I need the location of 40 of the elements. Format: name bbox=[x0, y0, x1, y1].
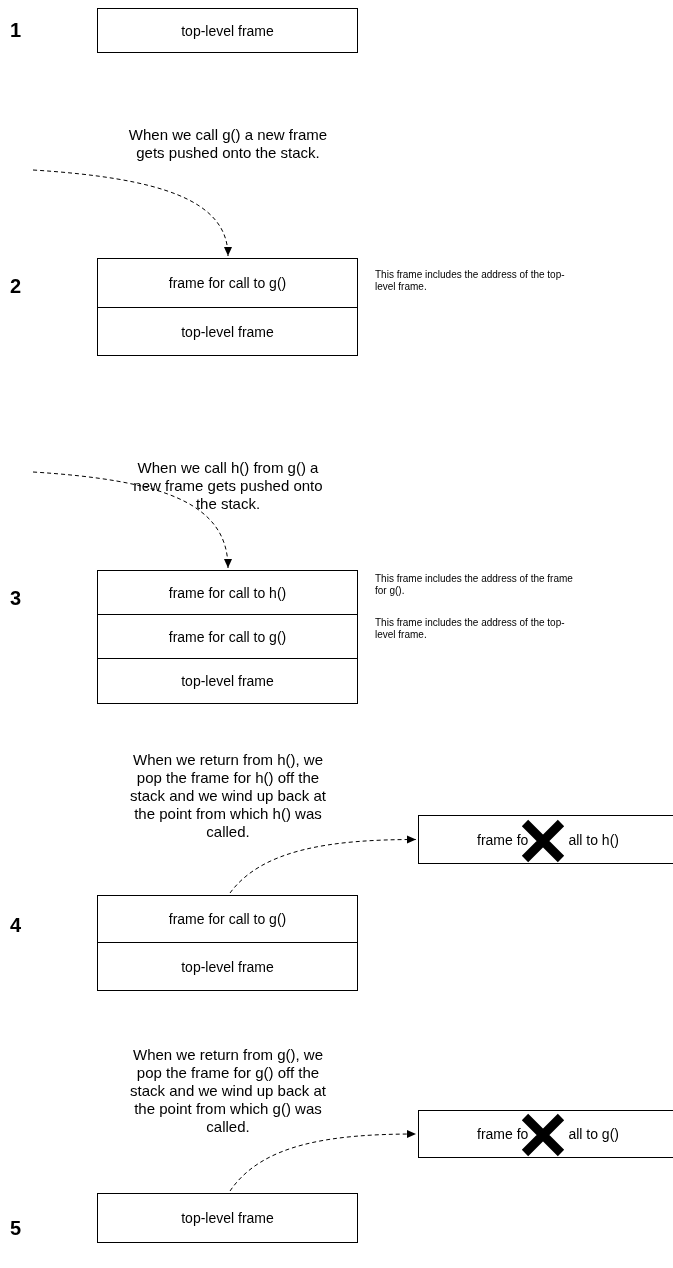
stack-frame-box bbox=[97, 8, 358, 53]
frame-label: frame for call to g() bbox=[168, 628, 287, 645]
stack-frame-box bbox=[97, 614, 358, 659]
dashed-arrow bbox=[32, 471, 232, 569]
frame-label: top-level frame bbox=[181, 22, 274, 39]
stack-frame-box bbox=[97, 307, 358, 356]
annotation-text: This frame includes the address of the top-level frame. bbox=[375, 269, 566, 293]
explanation-text: When we return from h(), we pop the frame for h() off the stack and we wind up back at the point from which h() was called. bbox=[129, 751, 327, 841]
stack-frame-box bbox=[97, 942, 358, 991]
popped-frame-box bbox=[418, 1110, 673, 1158]
frame-label: top-level frame bbox=[181, 673, 274, 689]
frame-label: frame for call to h() bbox=[168, 584, 287, 601]
step-number: 2 bbox=[10, 275, 22, 298]
frame-label: frame for call to g() bbox=[168, 911, 287, 927]
explanation-text: When we call h() from g() a new frame gets pushed onto the stack. bbox=[132, 459, 324, 513]
stack-frame-box bbox=[97, 258, 358, 308]
explanation-text: When we call g() a new frame gets pushed onto the stack. bbox=[128, 126, 328, 162]
step-number: 1 bbox=[10, 19, 22, 42]
stack-frame-box bbox=[97, 895, 358, 943]
popped-frame-box bbox=[418, 815, 673, 864]
frame-label: all to g() bbox=[568, 1126, 619, 1142]
stack-frame-box bbox=[97, 570, 358, 615]
stack-frame-box bbox=[97, 658, 358, 704]
frame-label: all to h() bbox=[568, 831, 619, 848]
dashed-arrow bbox=[229, 835, 417, 894]
annotation-text: This frame includes the address of the frame for g(). bbox=[375, 573, 574, 597]
frame-label: top-level frame bbox=[181, 958, 274, 975]
frame-label: top-level frame bbox=[181, 323, 274, 340]
stack-frame-box bbox=[97, 1193, 358, 1243]
frame-label: frame for call to g() bbox=[168, 275, 287, 291]
explanation-text: When we return from g(), we pop the frame for g() off the stack and we wind up back at the point from which g() was called. bbox=[129, 1046, 327, 1136]
frame-label: frame fo bbox=[477, 1126, 529, 1142]
dashed-arrow bbox=[32, 169, 232, 257]
annotation-text: This frame includes the address of the top-level frame. bbox=[375, 617, 566, 641]
step-number: 5 bbox=[10, 1217, 22, 1240]
step-number: 4 bbox=[10, 914, 22, 937]
dashed-arrow bbox=[229, 1130, 417, 1192]
frame-label: frame fo bbox=[477, 831, 529, 848]
step-number: 3 bbox=[10, 587, 22, 610]
frame-label: top-level frame bbox=[181, 1210, 274, 1226]
